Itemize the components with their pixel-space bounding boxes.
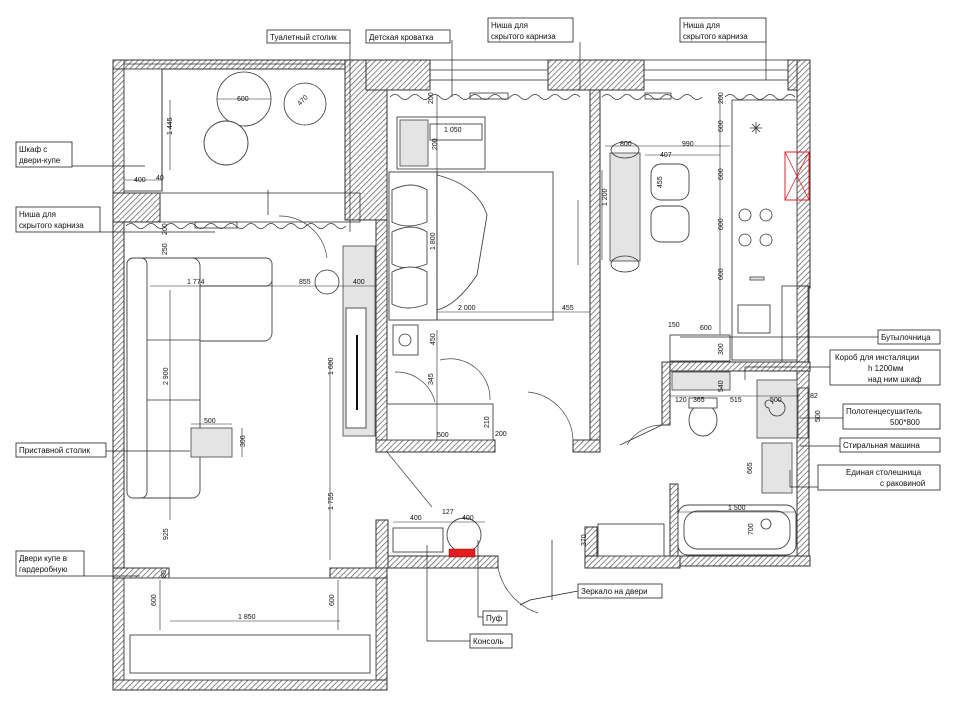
dim-150: 150 <box>668 322 680 329</box>
walls <box>112 59 811 691</box>
dim-470: 470 <box>296 94 309 107</box>
dim-1755: 1 755 <box>328 492 335 510</box>
dim-2900: 2 900 <box>163 367 170 385</box>
dim-400-c: 400 <box>410 515 422 522</box>
curtain-niches <box>125 92 796 229</box>
dim-365: 365 <box>693 397 705 404</box>
label-towel-dryer-line2: 500*800 <box>890 418 920 427</box>
dim-925: 925 <box>163 528 170 540</box>
dim-1200: 1 200 <box>602 188 609 206</box>
label-niche-top-1-line2: скрытого карниза <box>491 32 556 41</box>
dim-82: 82 <box>810 393 818 400</box>
label-countertop-line2: с раковиной <box>880 479 925 488</box>
dim-1800: 1 800 <box>430 232 437 250</box>
label-pouf: Пуф <box>486 614 503 623</box>
dim-500-a: 500 <box>204 418 216 425</box>
windows <box>112 59 789 223</box>
dim-200-b: 200 <box>718 92 725 104</box>
label-boxes: Туалетный столик Детская кроватка Ниша д… <box>15 17 941 649</box>
label-niche-top-2-line2: скрытого карниза <box>683 32 748 41</box>
dim-370: 370 <box>581 534 588 546</box>
label-crib: Детская кроватка <box>369 33 434 42</box>
label-sliding-doors-line1: Двери купе в <box>19 554 67 563</box>
label-washing-machine: Стиральная машина <box>843 441 920 450</box>
dim-600-f: 600 <box>718 268 725 280</box>
dim-500-d: 500 <box>815 410 822 422</box>
label-mirror: Зеркало на двери <box>581 587 648 596</box>
dim-2000: 2 000 <box>458 305 476 312</box>
dim-500-b: 500 <box>437 432 449 439</box>
dim-200-a: 200 <box>428 92 435 104</box>
hallway <box>386 451 665 614</box>
label-niche-left-line1: Ниша для <box>19 210 56 219</box>
label-niche-top-1-line1: Ниша для <box>491 21 528 30</box>
dimension-texts: 600 470 1 445 400 40 1 050 200 200 200 2… <box>134 92 822 621</box>
balcony-furniture <box>123 68 327 215</box>
living-room <box>126 215 376 560</box>
label-towel-dryer-line1: Полотенцесушитель <box>846 407 922 416</box>
dim-540: 540 <box>718 380 725 392</box>
dim-400-a: 400 <box>134 177 146 184</box>
dim-600-g: 600 <box>700 325 712 332</box>
dim-1600: 1 600 <box>328 357 335 375</box>
dim-455-a: 455 <box>562 305 574 312</box>
label-install-box-line3: над ним шкаф <box>868 375 922 384</box>
dim-1445: 1 445 <box>167 117 174 135</box>
dim-345: 345 <box>428 373 435 385</box>
leader-lines <box>72 40 878 642</box>
dim-200-d: 200 <box>432 138 439 150</box>
dim-600-d: 600 <box>718 168 725 180</box>
label-side-table: Приставной столик <box>19 446 90 455</box>
dim-400-b: 400 <box>353 279 365 286</box>
dim-600-a: 600 <box>151 594 158 606</box>
dim-665: 665 <box>747 462 754 474</box>
dim-800: 800 <box>620 141 632 148</box>
label-sliding-doors-line2: гардеробную <box>19 565 67 574</box>
bedroom <box>386 95 590 441</box>
dim-407: 407 <box>660 152 672 159</box>
dim-1850: 1 850 <box>238 614 256 621</box>
label-console: Консоль <box>473 637 504 646</box>
dim-210: 210 <box>484 416 491 428</box>
dim-600-c: 600 <box>718 120 725 132</box>
label-countertop-line1: Единая столешница <box>846 468 922 477</box>
dim-450: 450 <box>430 333 437 345</box>
dim-855: 855 <box>299 279 311 286</box>
dim-700: 700 <box>748 523 755 535</box>
dim-455-b: 455 <box>657 176 664 188</box>
dim-600-table: 600 <box>237 96 249 103</box>
dim-80: 80 <box>161 570 168 578</box>
label-wardrobe-line2: двери-купе <box>19 156 61 165</box>
dim-200-c: 200 <box>162 223 169 235</box>
dim-200-e: 200 <box>495 431 507 438</box>
dim-300: 300 <box>240 435 247 447</box>
wardrobe-room <box>123 577 377 681</box>
kitchen <box>601 95 810 363</box>
dim-500-c: 500 <box>770 397 782 404</box>
dim-1774: 1 774 <box>187 279 205 286</box>
label-wardrobe-line1: Шкаф с <box>19 145 47 154</box>
dim-990: 990 <box>682 141 694 148</box>
dim-127: 127 <box>442 509 454 516</box>
dim-120: 120 <box>675 397 687 404</box>
label-niche-left-line2: скрытого карниза <box>19 221 84 230</box>
label-bread-box: Бутылочница <box>881 333 931 342</box>
bathroom <box>619 334 809 556</box>
dim-250: 250 <box>162 243 169 255</box>
dim-400-d: 400 <box>462 515 474 522</box>
label-install-box-line2: h 1200мм <box>868 364 903 373</box>
dim-600-b: 600 <box>329 594 336 606</box>
dim-1500: 1 500 <box>728 505 746 512</box>
label-install-box-line1: Короб для инсталяции <box>835 353 919 362</box>
dim-300-b: 300 <box>718 343 725 355</box>
dim-40: 40 <box>156 175 164 182</box>
dim-1050: 1 050 <box>444 127 462 134</box>
dim-600-e: 600 <box>718 218 725 230</box>
label-toilet-table: Туалетный столик <box>270 33 337 42</box>
dim-515: 515 <box>730 397 742 404</box>
label-niche-top-2-line1: Ниша для <box>683 21 720 30</box>
